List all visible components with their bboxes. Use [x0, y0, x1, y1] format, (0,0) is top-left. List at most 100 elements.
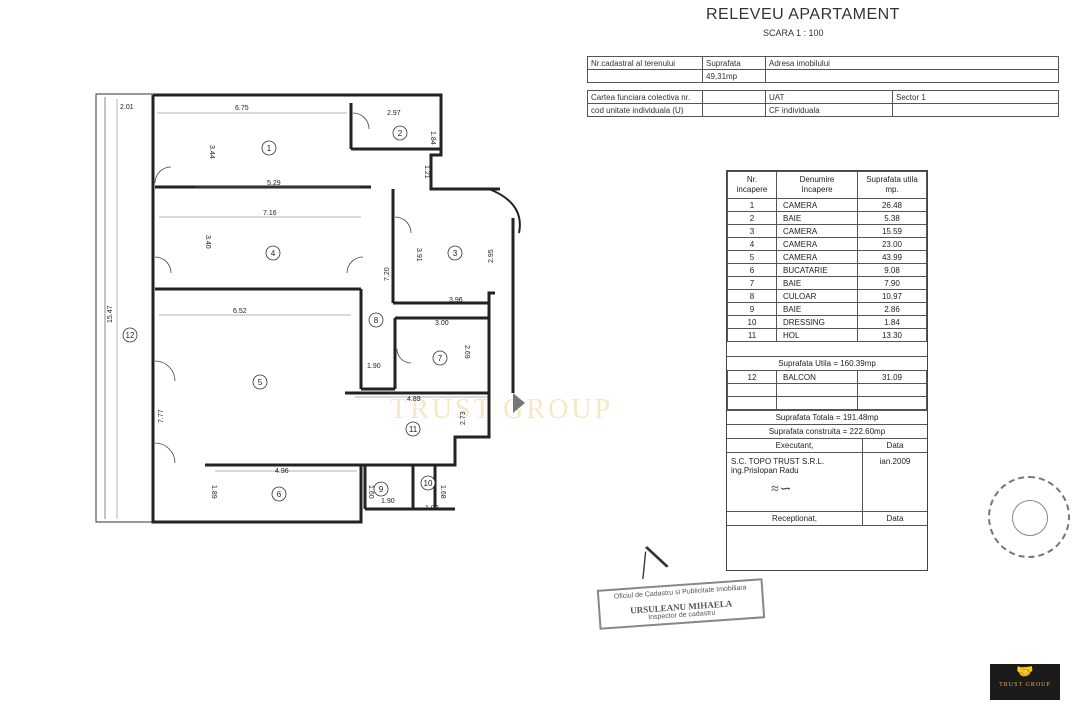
dim-3-44: 3.44 — [208, 145, 215, 159]
room-name: HOL — [776, 328, 858, 342]
balcony-area: 31.09 — [857, 370, 927, 384]
cf-value — [702, 90, 766, 104]
outer-wall-left-bottom — [151, 95, 491, 524]
room-nr: 2 — [727, 211, 777, 225]
scale-label: SCARA 1 : 100 — [763, 28, 824, 38]
surface-value: 49,31mp — [702, 69, 766, 83]
uat-label: UAT — [765, 90, 893, 104]
engineer-name: ing.Prislopan Radu — [731, 466, 799, 475]
room-name: BAIE — [776, 302, 858, 316]
room-name: BAIE — [776, 211, 858, 225]
room-name: BUCATARIE — [776, 263, 858, 277]
room-name: DRESSING — [776, 315, 858, 329]
inspector-signature: ∕∖ — [632, 537, 675, 584]
cadastral-info-table: Nr.cadastral al terenului Suprafata Adre… — [587, 56, 1059, 117]
dim-3-91: 3.91 — [415, 248, 422, 262]
room-number-12: 12 — [126, 331, 135, 340]
built-area-summary: Suprafata construita = 222.60mp — [727, 424, 927, 438]
dim-1-21: 1.21 — [423, 165, 430, 179]
room-area: 23.00 — [857, 237, 927, 251]
executant-label: Executant, — [727, 439, 863, 452]
usable-area-summary: Suprafata Utila = 160.39mp — [727, 356, 927, 370]
room-number-3: 3 — [453, 249, 458, 258]
room-name: CULOAR — [776, 289, 858, 303]
dim-5-29: 5.29 — [267, 180, 281, 187]
sector-value: Sector 1 — [892, 90, 1059, 104]
room-nr: 8 — [727, 289, 777, 303]
room-number-8: 8 — [374, 316, 379, 325]
room-number-6: 6 — [277, 490, 282, 499]
logo-text: TRUST GROUP — [999, 682, 1051, 688]
room-number-11: 11 — [409, 425, 418, 434]
address-label: Adresa imobilului — [765, 56, 1059, 70]
cadastral-label: Nr.cadastral al terenului — [587, 56, 703, 70]
room-area: 26.48 — [857, 198, 927, 212]
room-number-4: 4 — [271, 249, 276, 258]
dim-1-84: 1.84 — [429, 131, 436, 145]
room-name: CAMERA — [776, 198, 858, 212]
dim-1-60: 1.60 — [367, 485, 374, 499]
room-nr: 3 — [727, 224, 777, 238]
room-number-5: 5 — [258, 378, 263, 387]
unit-code-value — [702, 103, 766, 117]
cf-individual-label: CF individuala — [765, 103, 893, 117]
room-number-9: 9 — [379, 485, 384, 494]
room-nr: 10 — [727, 315, 777, 329]
dim-2-97: 2.97 — [387, 110, 401, 117]
executant-date: ian.2009 — [879, 457, 911, 466]
room-area: 15.59 — [857, 224, 927, 238]
dim-2-95: 2.95 — [488, 249, 495, 263]
dim-1-09: 1.09 — [425, 505, 439, 512]
cadastral-value — [587, 69, 703, 83]
room-area: 2.86 — [857, 302, 927, 316]
dim-3-96: 3.96 — [449, 297, 463, 304]
dim-6-52: 6.52 — [233, 308, 247, 315]
unit-code-label: cod unitate individuala (U) — [587, 103, 703, 117]
room-area: 13.30 — [857, 328, 927, 342]
room-nr: 1 — [727, 198, 777, 212]
dim-6-75: 6.75 — [235, 105, 249, 112]
room-area: 9.08 — [857, 263, 927, 277]
north-arrow-icon — [513, 393, 525, 413]
room-nr: 11 — [727, 328, 777, 342]
dim-1-89: 1.89 — [210, 485, 217, 499]
address-value — [765, 69, 1059, 83]
room-area: 43.99 — [857, 250, 927, 264]
document-title: RELEVEU APARTAMENT — [706, 6, 900, 23]
col-header-area: Suprafata utila mp. — [857, 171, 927, 199]
balcony-name: BALCON — [776, 370, 858, 384]
room-name: BAIE — [776, 276, 858, 290]
handshake-icon: 🤝 — [1016, 665, 1034, 680]
dim-2-01: 2.01 — [120, 104, 134, 111]
dim-4-96: 4.96 — [275, 468, 289, 475]
outer-wall-top — [153, 93, 500, 191]
room-number-1: 1 — [267, 144, 272, 153]
receptionat-label: Receptionat, — [727, 512, 863, 525]
room-area: 1.84 — [857, 315, 927, 329]
dim-7-77: 7.77 — [158, 409, 165, 423]
floor-plan: 2.01 6.75 2.97 1.84 3.44 1.21 5.29 7.16 … — [95, 93, 525, 525]
dim-7-20: 7.20 — [384, 267, 391, 281]
room-nr: 9 — [727, 302, 777, 316]
floor-plan-drawing: 2.01 6.75 2.97 1.84 3.44 1.21 5.29 7.16 … — [95, 93, 525, 524]
trust-group-logo: 🤝 TRUST GROUP — [990, 664, 1060, 700]
cf-label: Cartea funciara colectiva nr. — [587, 90, 703, 104]
receptionat-date-label: Data — [886, 514, 904, 523]
room-area: 10.97 — [857, 289, 927, 303]
cadastre-stamp: Oficiul de Cadastru si Publicitate Imobi… — [596, 578, 766, 630]
room-nr: 6 — [727, 263, 777, 277]
cf-individual-value — [892, 103, 1059, 117]
room-name: CAMERA — [776, 250, 858, 264]
dim-15-47: 15.47 — [107, 305, 114, 323]
executant-date-label: Data — [886, 441, 904, 450]
dim-4-89: 4.89 — [407, 396, 421, 403]
room-name: CAMERA — [776, 224, 858, 238]
